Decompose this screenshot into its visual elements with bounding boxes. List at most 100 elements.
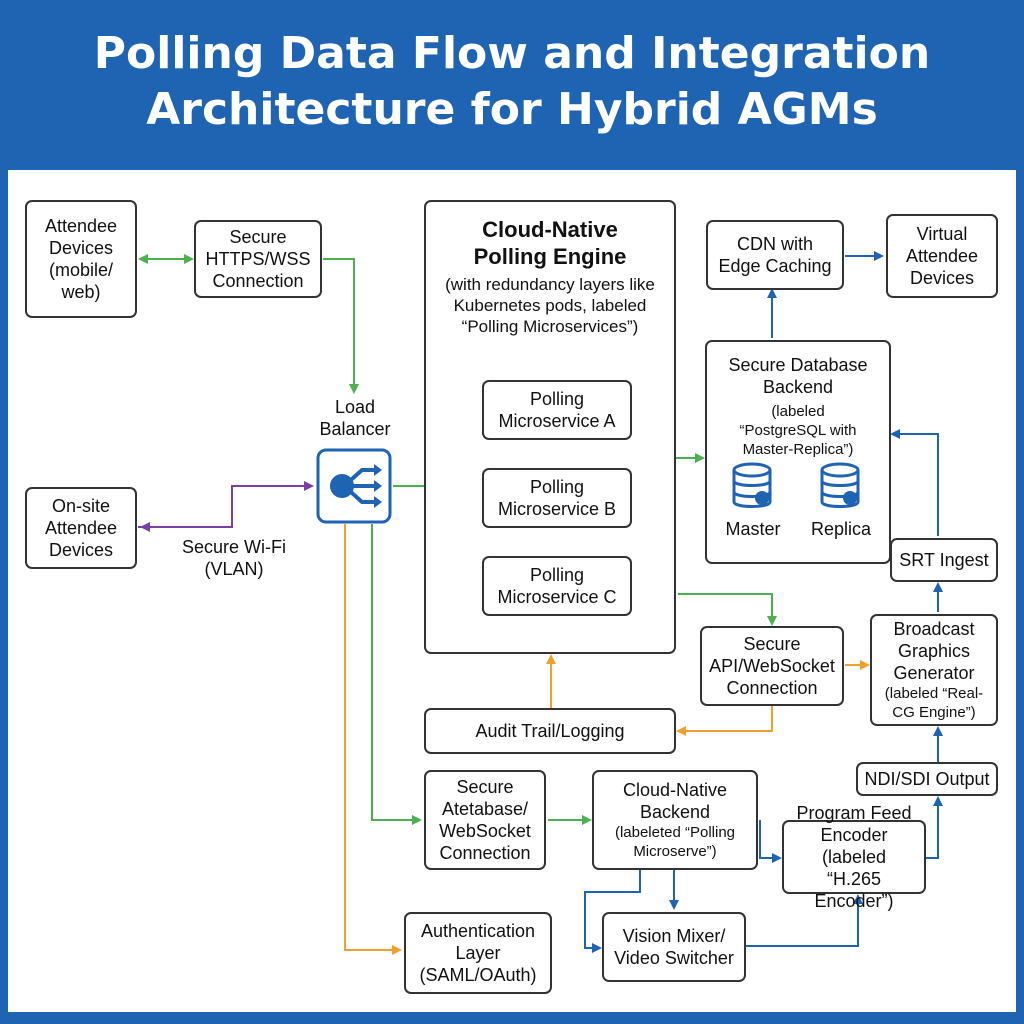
node-text: Microservice C — [497, 587, 617, 607]
broadcast-graphics-box: Broadcast Graphics Generator (labeled “R… — [870, 614, 998, 726]
node-text: Graphics — [897, 641, 971, 661]
node-text: Microservice B — [497, 499, 617, 519]
node-text: Broadcast — [893, 619, 975, 639]
node-text: Secure — [456, 777, 514, 797]
wire-backend-encoder — [759, 820, 782, 863]
wire-api-audit — [676, 706, 773, 736]
node-text: Master-Replica”) — [742, 441, 854, 458]
node-text: (labeleted “Polling — [614, 824, 736, 841]
node-text: (labeled — [771, 403, 825, 420]
wire-lb-auth — [344, 524, 402, 955]
node-text: Secure — [229, 227, 287, 247]
node-text: Connection — [726, 678, 818, 698]
node-text: Generator — [893, 663, 975, 683]
node-text: Virtual — [916, 224, 968, 244]
node-text: CDN with — [736, 234, 813, 254]
node-text: (mobile/ — [48, 260, 114, 280]
node-text: Layer — [455, 943, 501, 963]
node-text: Video Switcher — [614, 948, 734, 968]
node-text: SRT Ingest — [899, 550, 989, 570]
node-text: Edge Caching — [718, 256, 832, 276]
node-text: “Polling Microservices”) — [461, 317, 639, 336]
srt-ingest-box: SRT Ingest — [890, 538, 998, 582]
polling-microservice-b: Polling Microservice B — [482, 468, 632, 528]
node-text: (VLAN) — [204, 559, 264, 579]
node-text: Program Feed — [796, 803, 912, 823]
database-subtitle: (labeled “PostgreSQL with Master-Replica… — [740, 402, 857, 459]
node-text: Attendee — [44, 216, 118, 236]
master-label: Master — [725, 519, 781, 539]
secure-database-box: Secure Database Backend (labeled “Postgr… — [705, 340, 891, 564]
secure-wifi-label: Secure Wi-Fi (VLAN) — [164, 536, 304, 580]
node-text: (SAML/OAuth) — [419, 965, 537, 985]
node-text: Microservice A — [498, 411, 616, 431]
node-text: Connection — [439, 843, 531, 863]
secure-https-box: Secure HTTPS/WSS Connection — [194, 220, 322, 298]
node-text: Polling — [529, 477, 585, 497]
node-text: Secure Database — [728, 355, 868, 375]
node-text: WebSocket — [439, 821, 531, 841]
node-text: Load — [334, 397, 376, 417]
onsite-devices-box: On-site Attendee Devices — [25, 487, 137, 569]
node-text: HTTPS/WSS — [205, 249, 311, 269]
node-text: Attendee — [44, 518, 118, 538]
title-line-1: Polling Data Flow and Integration — [93, 28, 931, 79]
node-text: Secure — [743, 634, 801, 654]
node-text: Encoder (labeled — [820, 825, 888, 867]
node-text: (with redundancy layers like — [445, 275, 655, 294]
node-text: Polling — [529, 389, 585, 409]
node-text: Balancer — [319, 419, 391, 439]
node-text: Attendee — [905, 246, 979, 266]
ndi-sdi-output-box: NDI/SDI Output — [856, 762, 998, 796]
node-text: Cloud-Native — [482, 217, 618, 242]
attendee-devices-box: Attendee Devices (mobile/ web) — [25, 200, 137, 318]
node-text: API/WebSocket — [709, 656, 835, 676]
node-text: Devices — [909, 268, 975, 288]
wire-wifi-lb — [138, 481, 314, 528]
cdn-edge-caching-box: CDN with Edge Caching — [706, 220, 844, 290]
cloud-backend-subtitle: (labeleted “Polling Microserve”) — [615, 823, 735, 861]
wire-encoder-ndi — [926, 796, 943, 859]
engine-subtitle: (with redundancy layers like Kubernetes … — [445, 274, 655, 337]
node-text: Kubernetes pods, labeled — [453, 296, 647, 315]
node-text: (labeled “Real- — [884, 685, 984, 702]
node-text: Audit Trail/Logging — [475, 721, 625, 741]
node-text: Secure Wi-Fi — [181, 537, 286, 557]
wire-srt-db — [890, 429, 939, 536]
node-text: Atetabase/ — [441, 799, 529, 819]
node-text: Cloud-Native — [622, 780, 728, 800]
replica-database-icon — [818, 462, 862, 510]
node-text: NDI/SDI Output — [864, 769, 990, 789]
wire-lb-atetabase — [371, 524, 422, 825]
engine-title: Cloud-Native Polling Engine — [474, 216, 627, 270]
audit-trail-box: Audit Trail/Logging — [424, 708, 676, 754]
node-text: CG Engine”) — [892, 704, 976, 721]
load-balancer-icon — [316, 448, 392, 524]
authentication-layer-box: Authentication Layer (SAML/OAuth) — [404, 912, 552, 994]
master-database-icon — [730, 462, 774, 510]
node-text: Devices — [48, 540, 114, 560]
node-text: Microserve”) — [633, 843, 717, 860]
load-balancer-label: Load Balancer — [300, 396, 410, 440]
node-text: Polling Engine — [473, 244, 627, 269]
title-line-2: Architecture for Hybrid AGMs — [146, 84, 878, 135]
secure-atetabase-box: Secure Atetabase/ WebSocket Connection — [424, 770, 546, 870]
polling-microservice-a: Polling Microservice A — [482, 380, 632, 440]
polling-microservice-c: Polling Microservice C — [482, 556, 632, 616]
node-text: Polling — [529, 565, 585, 585]
node-text: Devices — [48, 238, 114, 258]
replica-label: Replica — [810, 519, 872, 539]
virtual-devices-box: Virtual Attendee Devices — [886, 214, 998, 298]
wire-msc-api — [678, 593, 777, 626]
node-text: On-site — [51, 496, 111, 516]
node-text: Backend — [762, 377, 834, 397]
node-text: “PostgreSQL with — [739, 422, 857, 439]
cloud-backend-box: Cloud-Native Backend (labeleted “Polling… — [592, 770, 758, 870]
node-text: Connection — [212, 271, 304, 291]
node-text: Vision Mixer/ — [622, 926, 726, 946]
wire-backend-mixer-2 — [584, 870, 641, 953]
node-text: “H.265 Encoder”) — [814, 869, 894, 911]
vision-mixer-box: Vision Mixer/ Video Switcher — [602, 912, 746, 982]
wire-mixer-encoder — [746, 894, 863, 947]
